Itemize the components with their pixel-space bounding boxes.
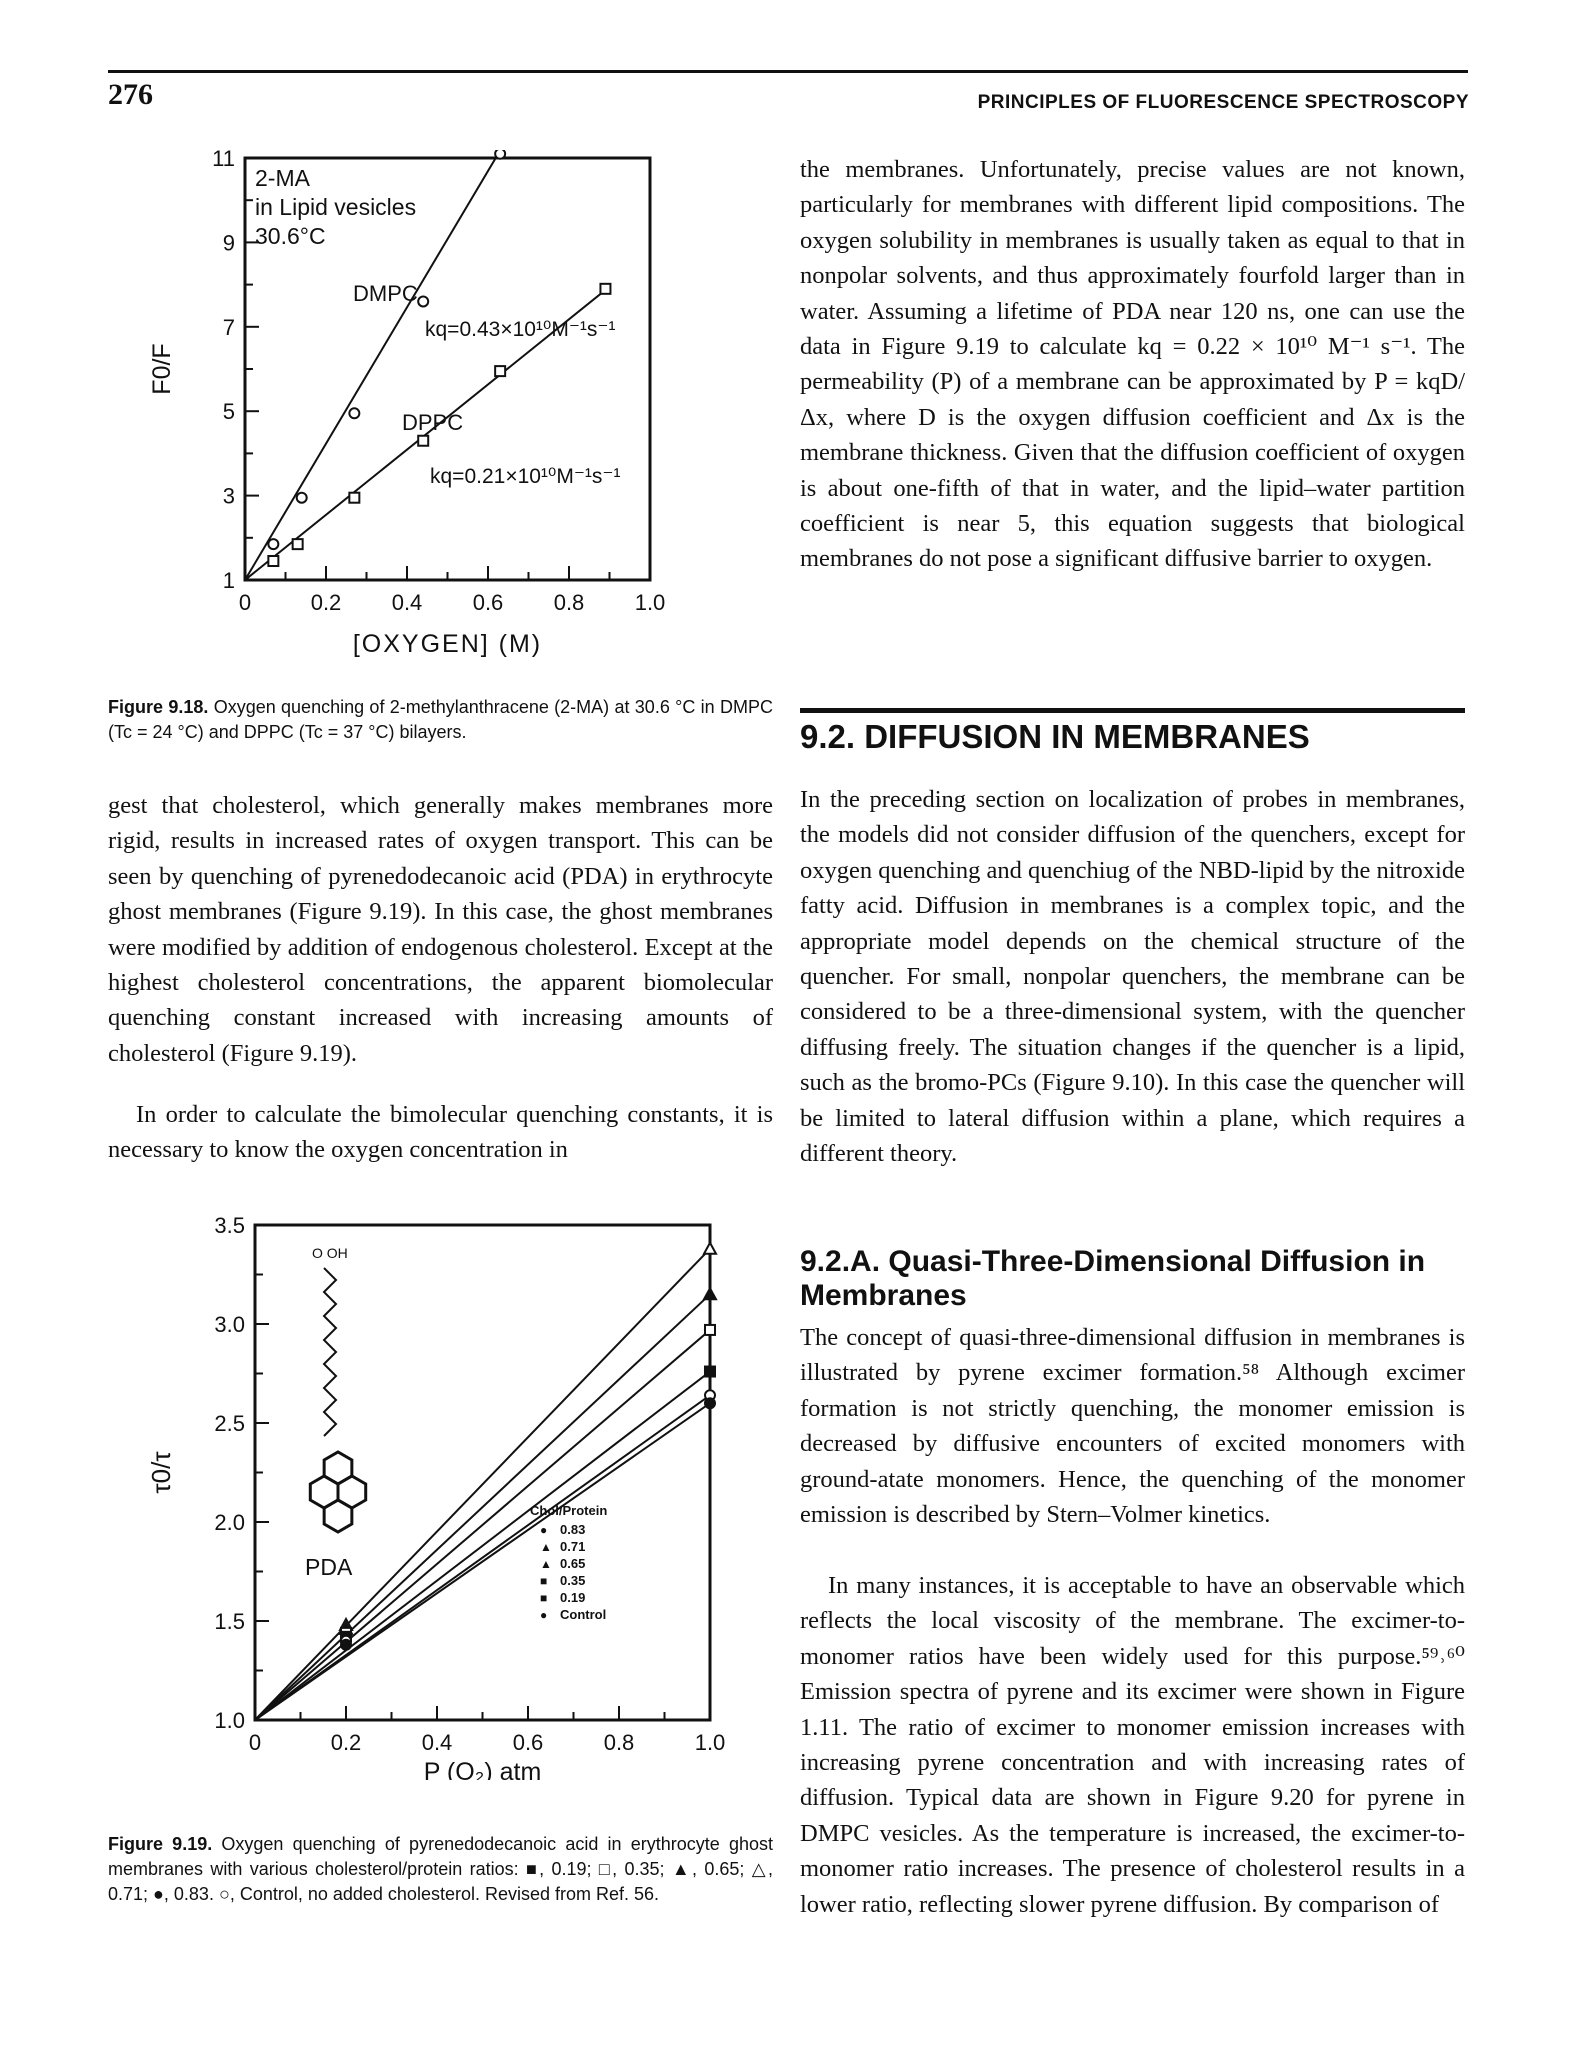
- x-axis-label: P (O₂) atm: [424, 1758, 542, 1780]
- top-rule: [108, 70, 1468, 73]
- inset-title-line: in Lipid vesicles: [255, 194, 416, 220]
- y-tick-label: 1: [223, 568, 235, 593]
- y-axis-label: F0/F: [150, 343, 176, 394]
- section-rule: [800, 708, 1465, 713]
- figure-9-18-caption-text: Oxygen quenching of 2-methylanthracene (…: [108, 697, 773, 742]
- legend-label: Control: [560, 1607, 606, 1622]
- x-tick-label: 0.6: [513, 1730, 544, 1755]
- data-point-dmpc: [417, 295, 430, 308]
- inset-title-line: 30.6°C: [255, 223, 326, 249]
- fit-line-0.71: [254, 1248, 711, 1721]
- data-point-0.19: [704, 1365, 716, 1378]
- y-tick-label: 9: [223, 230, 235, 255]
- right-paragraph-3: The concept of quasi-three-dimensional d…: [800, 1324, 1465, 1529]
- x-tick-label: 1.0: [695, 1730, 726, 1755]
- x-tick-label: 0.6: [473, 590, 504, 615]
- fit-line-0.19: [254, 1370, 711, 1721]
- x-tick-label: 1.0: [635, 590, 666, 615]
- x-tick-label: 0.4: [392, 590, 423, 615]
- data-point-0.35: [704, 1323, 716, 1336]
- left-paragraph-1: gest that cholesterol, which generally m…: [108, 792, 773, 1067]
- dmpc-kq-label: kq=0.43×10¹⁰M⁻¹s⁻¹: [425, 318, 616, 341]
- legend-marker: ●: [540, 1608, 547, 1622]
- legend-label: 0.83: [560, 1522, 585, 1537]
- left-paragraph-2: In order to calculate the bimolecular qu…: [108, 1101, 773, 1164]
- legend-marker: ▲: [540, 1540, 552, 1554]
- data-point-dmpc: [267, 538, 280, 551]
- legend-label: 0.65: [560, 1556, 585, 1571]
- legend-marker: ●: [540, 1523, 547, 1537]
- fit-line-control: [254, 1394, 711, 1721]
- x-tick-label: 0.2: [331, 1730, 362, 1755]
- y-tick-label: 3.0: [214, 1312, 245, 1337]
- figure-9-19-caption-label: Figure 9.19.: [108, 1834, 213, 1854]
- legend-marker: ■: [540, 1591, 547, 1605]
- fit-line-dmpc: [245, 158, 497, 580]
- section-heading: 9.2. DIFFUSION IN MEMBRANES: [800, 718, 1310, 755]
- y-tick-label: 1.0: [214, 1708, 245, 1733]
- y-tick-label: 3: [223, 484, 235, 509]
- right-paragraph-2: In the preceding section on localization…: [800, 786, 1465, 1168]
- legend-title: Chol/Protein: [530, 1503, 607, 1518]
- x-tick-label: 0: [239, 590, 251, 615]
- y-tick-label: 5: [223, 399, 235, 424]
- data-point-dmpc: [494, 150, 507, 160]
- data-point-dppc: [494, 365, 507, 378]
- x-tick-label: 0.8: [554, 590, 585, 615]
- y-tick-label: 7: [223, 315, 235, 340]
- data-point-0.83: [340, 1638, 352, 1651]
- fit-line-0.35: [254, 1329, 711, 1721]
- page-number: 276: [108, 78, 153, 111]
- y-tick-label: 2.0: [214, 1510, 245, 1535]
- carboxyl-label: O OH: [312, 1245, 348, 1261]
- legend-marker: ▲: [540, 1557, 552, 1571]
- dppc-kq-label: kq=0.21×10¹⁰M⁻¹s⁻¹: [430, 465, 621, 488]
- right-paragraph-1: the membranes. Unfortunately, precise va…: [800, 156, 1465, 573]
- running-head: PRINCIPLES OF FLUORESCENCE SPECTROSCOPY: [977, 92, 1469, 113]
- fit-line-dppc: [245, 285, 611, 580]
- legend-label: 0.71: [560, 1539, 585, 1554]
- fit-line-0.83: [254, 1402, 711, 1721]
- data-point-dppc: [291, 538, 304, 551]
- data-point-0.83: [704, 1397, 716, 1410]
- legend-label: 0.19: [560, 1590, 585, 1605]
- data-point-dppc: [267, 555, 280, 568]
- x-axis-label: [OXYGEN] (M): [353, 630, 542, 658]
- y-tick-label: 11: [212, 150, 235, 171]
- data-point-dppc: [348, 491, 361, 504]
- figure-9-19-chart: 0 0.2 0.4 0.6 0.8 1.0 1.0 1.5 2.0 2.5 3.0 3.5 P (O₂)…: [150, 1213, 726, 1780]
- figure-9-19-caption: Figure 9.19. Oxygen quenching of pyrened…: [108, 1832, 773, 1907]
- x-tick-label: 0.4: [422, 1730, 453, 1755]
- figure-9-18-caption: Figure 9.18. Oxygen quenching of 2-methy…: [108, 695, 773, 745]
- plot-frame: [243, 156, 652, 582]
- data-point-0.71: [702, 1240, 718, 1255]
- pda-molecule-structure: O OH: [308, 1245, 368, 1534]
- legend-marker: ■: [540, 1574, 547, 1588]
- data-point-dppc: [599, 282, 612, 295]
- figure-9-18-caption-label: Figure 9.18.: [108, 697, 209, 717]
- data-point-dmpc: [348, 407, 361, 420]
- x-tick-label: 0: [249, 1730, 261, 1755]
- figure-9-19-caption-text: Oxygen quenching of pyrenedodecanoic aci…: [108, 1834, 773, 1904]
- x-tick-label: 0.8: [604, 1730, 635, 1755]
- y-tick-label: 1.5: [214, 1609, 245, 1634]
- y-tick-label: 2.5: [214, 1411, 245, 1436]
- data-point-dppc: [417, 434, 430, 447]
- dppc-label: DPPC: [402, 410, 463, 435]
- inset-title-line: 2-MA: [255, 165, 311, 191]
- pyrene-ring: [322, 1498, 354, 1534]
- alkyl-chain: [322, 1267, 338, 1437]
- y-tick-label: 3.5: [214, 1213, 245, 1238]
- data-point-dmpc: [295, 491, 308, 504]
- data-point-0.65: [702, 1286, 718, 1301]
- dmpc-label: DMPC: [353, 281, 418, 306]
- fit-line-0.65: [254, 1293, 711, 1721]
- right-paragraph-4: In many instances, it is acceptable to h…: [800, 1572, 1465, 1918]
- pda-label: PDA: [305, 1554, 353, 1580]
- subsection-heading: 9.2.A. Quasi-Three-Dimensional Diffusion…: [800, 1245, 1426, 1312]
- figure-9-18-chart: 0 0.2 0.4 0.6 0.8 1.0 1 3 5 7 9 11 [OXYGEN] (M) F0/F 2…: [150, 150, 666, 658]
- legend-label: 0.35: [560, 1573, 585, 1588]
- x-tick-label: 0.2: [311, 590, 342, 615]
- y-axis-label: τ0/τ: [150, 1451, 176, 1494]
